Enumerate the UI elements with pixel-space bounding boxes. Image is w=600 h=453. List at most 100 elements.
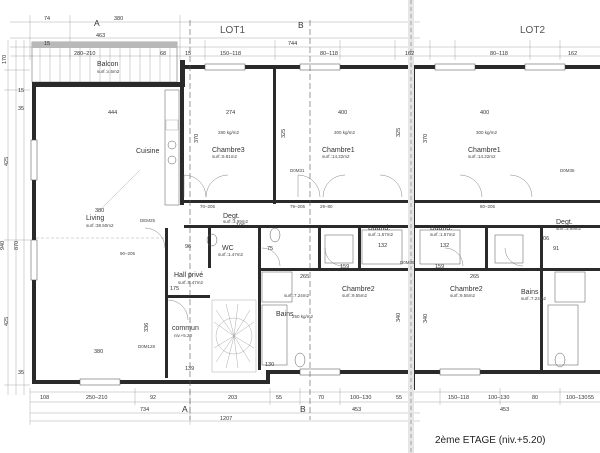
room-chambre3: Chambre3 — [212, 147, 245, 154]
svg-text:325: 325 — [396, 128, 402, 137]
living-diagonal — [99, 169, 141, 211]
svg-text:80–205: 80–205 — [480, 204, 496, 209]
svg-text:159: 159 — [340, 264, 349, 270]
svg-text:100–130: 100–130 — [488, 395, 509, 401]
room-buanderie-lot1-area: surf.:1.57m2 — [368, 232, 394, 237]
room-wc: WC — [222, 245, 234, 252]
svg-text:175: 175 — [170, 286, 179, 292]
svg-text:444: 444 — [108, 110, 117, 116]
svg-text:870: 870 — [14, 241, 20, 250]
svg-text:96: 96 — [185, 244, 191, 250]
section-lines — [189, 20, 311, 420]
svg-text:170: 170 — [2, 55, 8, 64]
svg-text:400: 400 — [480, 110, 489, 116]
svg-text:68: 68 — [160, 51, 166, 57]
small-annotations: 280 kg/m2 300 kg/m2 300 kg/m2 250 kg/m2 … — [120, 130, 575, 349]
room-chambre1-area: surf.:14.22m2 — [322, 154, 350, 159]
svg-text:380: 380 — [114, 16, 123, 22]
svg-text:100–130: 100–130 — [566, 395, 587, 401]
room-living: Living — [86, 215, 104, 222]
bottom-dimensions: 108 250–210 92 203 55 70 100–130 55 150–… — [40, 395, 594, 401]
svg-text:744: 744 — [288, 41, 297, 47]
staircase — [211, 299, 257, 373]
svg-text:370: 370 — [423, 134, 429, 143]
svg-text:106: 106 — [236, 223, 245, 229]
svg-text:336: 336 — [144, 323, 150, 332]
room-degt-lot1: Degt. — [223, 213, 240, 220]
top-dimensions: 74 380 463 15 280–210 68 15 744 150–118 … — [44, 16, 577, 57]
room-bains-lot2: Bains — [521, 289, 539, 296]
svg-text:15: 15 — [185, 51, 191, 57]
room-chambre3-area: surf.:9.81m2 — [212, 154, 238, 159]
svg-text:80: 80 — [532, 395, 538, 401]
room-chambre2-lot2: Chambre2 — [450, 286, 483, 293]
svg-text:274: 274 — [226, 110, 235, 116]
svg-text:75: 75 — [267, 246, 273, 252]
svg-text:90–205: 90–205 — [120, 251, 136, 256]
svg-text:70–205: 70–205 — [200, 204, 216, 209]
svg-text:80–118: 80–118 — [320, 51, 338, 57]
svg-text:425: 425 — [4, 157, 10, 166]
room-chambre2-area: surf.:9.55m2 — [342, 293, 368, 298]
svg-text:300 kg/m2: 300 kg/m2 — [334, 130, 356, 135]
svg-text:15: 15 — [18, 88, 24, 94]
svg-text:400: 400 — [338, 110, 347, 116]
room-chambre1: Chambre1 — [322, 147, 355, 154]
room-buanderie-lot1: Buand. — [368, 225, 390, 232]
room-hall: Hall privé — [174, 272, 203, 279]
svg-text:370: 370 — [194, 134, 200, 143]
room-chambre1-lot2-area: surf.:14.22m2 — [468, 154, 496, 159]
svg-text:380: 380 — [94, 349, 103, 355]
svg-text:162: 162 — [405, 51, 414, 57]
svg-text:108: 108 — [40, 395, 49, 401]
svg-text:940: 940 — [0, 241, 6, 250]
room-bains-lot1-area: surf.:7.24m2 — [284, 293, 310, 298]
svg-text:280 kg/m2: 280 kg/m2 — [218, 130, 240, 135]
svg-text:734: 734 — [140, 407, 149, 413]
inner-dimensions: 444 380 380 274 400 400 370 325 325 370 … — [94, 110, 559, 372]
svg-text:80–118: 80–118 — [490, 51, 508, 57]
room-bains-lot2-area: surf.:7.24m2 — [521, 296, 547, 301]
room-degt-lot2: Degt. — [556, 219, 573, 226]
svg-text:D0M36: D0M36 — [560, 168, 575, 173]
interior-walls — [165, 69, 600, 378]
svg-text:453: 453 — [352, 407, 361, 413]
room-living-area: surf.:38.50m2 — [86, 223, 114, 228]
svg-text:D0M128: D0M128 — [138, 344, 156, 349]
svg-text:35: 35 — [18, 106, 24, 112]
section-mark-a-bottom: A — [182, 404, 188, 414]
section-mark-b-bottom: B — [300, 404, 306, 414]
room-wc-area: surf.:1.47m2 — [218, 252, 244, 257]
svg-text:162: 162 — [568, 51, 577, 57]
svg-text:132: 132 — [378, 243, 387, 249]
left-dimensions: 170 35 425 940 870 425 15 35 — [0, 55, 24, 376]
svg-text:150–118: 150–118 — [220, 51, 241, 57]
svg-text:265: 265 — [300, 274, 309, 280]
svg-text:55: 55 — [588, 395, 594, 401]
svg-text:265: 265 — [470, 274, 479, 280]
svg-text:340: 340 — [423, 314, 429, 323]
svg-text:106: 106 — [540, 236, 549, 242]
svg-text:35: 35 — [18, 370, 24, 376]
svg-text:DEM25: DEM25 — [140, 218, 156, 223]
room-chambre1-lot2: Chambre1 — [468, 147, 501, 154]
section-mark-a-top: A — [94, 18, 100, 28]
door-swings — [144, 174, 533, 321]
svg-text:300 kg/m2: 300 kg/m2 — [476, 130, 498, 135]
room-degt-lot2-area: surf.:3.99m2 — [556, 226, 582, 231]
room-balcon-area: surf.:x.5m2 — [97, 69, 120, 74]
total-dimensions: 734 453 1207 453 — [140, 407, 509, 422]
bottom-dimension-lines — [29, 388, 600, 425]
svg-text:380: 380 — [95, 208, 104, 214]
svg-text:79–205: 79–205 — [290, 204, 306, 209]
svg-text:29–80: 29–80 — [320, 204, 333, 209]
room-chambre2: Chambre2 — [342, 286, 375, 293]
floor-title: 2ème ETAGE (niv.+5.20) — [435, 435, 546, 446]
room-degt-lot1-area: surf.:3.99m2 — [223, 219, 249, 224]
svg-text:250–210: 250–210 — [86, 395, 107, 401]
bathroom-fixtures-lot1 — [206, 227, 403, 368]
svg-text:139: 139 — [185, 366, 194, 372]
svg-text:55: 55 — [276, 395, 282, 401]
svg-text:15: 15 — [44, 41, 50, 47]
